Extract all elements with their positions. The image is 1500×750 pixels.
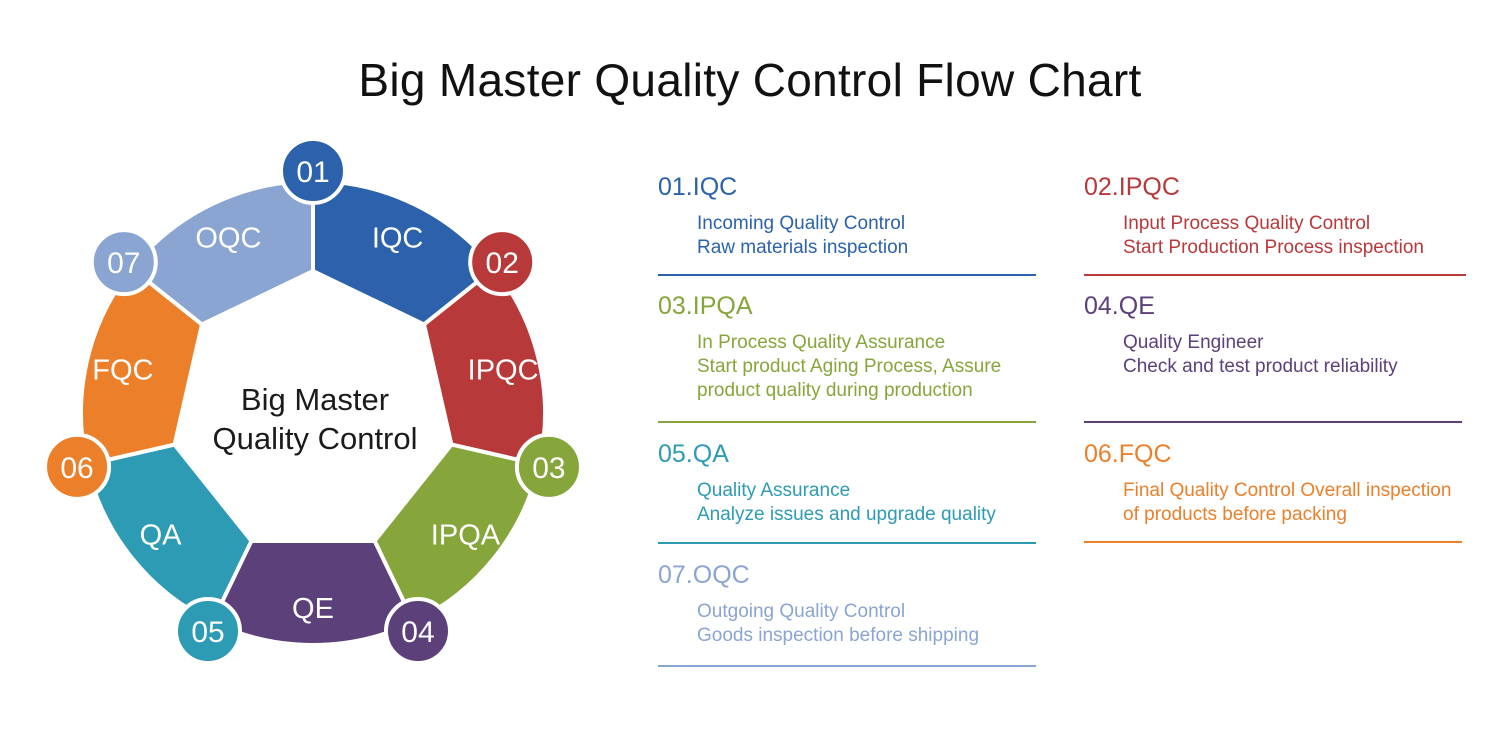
step-card-heading: 06.FQC (1084, 440, 1172, 468)
segment-label-ipqa: IPQA (431, 520, 501, 552)
svg-text:02: 02 (486, 247, 519, 280)
step-card-description-line: Quality Engineer (1123, 332, 1264, 353)
svg-text:05: 05 (191, 616, 224, 649)
step-card-description-line: Start product Aging Process, Assure (697, 356, 1002, 377)
step-card-description-line: of products before packing (1123, 504, 1347, 525)
step-card-description-line: Incoming Quality Control (697, 213, 906, 234)
step-card-description-line: Analyze issues and upgrade quality (697, 504, 996, 525)
step-card-description-line: Raw materials inspection (697, 237, 909, 258)
step-card-description-line: Check and test product reliability (1123, 356, 1398, 377)
step-card-divider (1084, 421, 1462, 423)
step-card-heading: 02.IPQC (1084, 173, 1180, 201)
step-card-divider (658, 421, 1036, 423)
step-card-6: 06.FQC Final Quality Control Overall insp… (1084, 439, 1464, 527)
svg-text:04: 04 (401, 616, 434, 649)
step-card-divider (658, 665, 1036, 667)
step-card-heading: 01.IQC (658, 173, 738, 201)
step-card-description-line: In Process Quality Assurance (697, 332, 946, 353)
svg-text:06: 06 (60, 452, 93, 485)
step-card-heading: 03.IPQA (658, 292, 753, 320)
step-card-heading: 04.QE (1084, 292, 1155, 320)
step-card-description-line: Final Quality Control Overall inspection (1123, 480, 1452, 501)
step-card-heading: 07.OQC (658, 561, 750, 589)
center-label-line1: Big Master (241, 382, 389, 417)
step-card-description: Final Quality Control Overall inspection… (1084, 479, 1464, 527)
step-card-description-line: Start Production Process inspection (1123, 237, 1424, 258)
center-label-line2: Quality Control (212, 421, 417, 456)
segment-label-fqc: FQC (92, 355, 153, 387)
svg-text:01: 01 (296, 156, 329, 189)
segment-label-qa: QA (140, 520, 183, 552)
step-badge-05: 05 (174, 597, 243, 666)
step-card-divider (1084, 274, 1466, 276)
step-badge-06: 06 (43, 432, 112, 501)
step-card-description-line: Quality Assurance (697, 480, 851, 501)
step-card-divider (658, 274, 1036, 276)
step-badge-03: 03 (514, 432, 583, 501)
step-badge-07: 07 (89, 228, 158, 297)
step-card-description-line: Outgoing Quality Control (697, 601, 906, 622)
segment-label-iqc: IQC (372, 222, 424, 254)
step-card-heading: 05.QA (658, 440, 729, 468)
step-card-description-line: Input Process Quality Control (1123, 213, 1371, 234)
segment-label-qe: QE (292, 593, 334, 625)
step-card-divider (1084, 541, 1462, 543)
step-card-divider (658, 542, 1036, 544)
step-badge-02: 02 (468, 228, 537, 297)
step-badge-01: 01 (279, 140, 347, 205)
step-badge-04: 04 (383, 597, 452, 666)
page-title: Big Master Quality Control Flow Chart (358, 54, 1142, 106)
step-card-description-line: Goods inspection before shipping (697, 625, 980, 646)
segment-label-oqc: OQC (195, 222, 261, 254)
segment-label-ipqc: IPQC (468, 355, 539, 387)
svg-text:07: 07 (107, 247, 140, 280)
svg-text:03: 03 (532, 452, 565, 485)
step-card-description-line: product quality during production (697, 380, 973, 401)
